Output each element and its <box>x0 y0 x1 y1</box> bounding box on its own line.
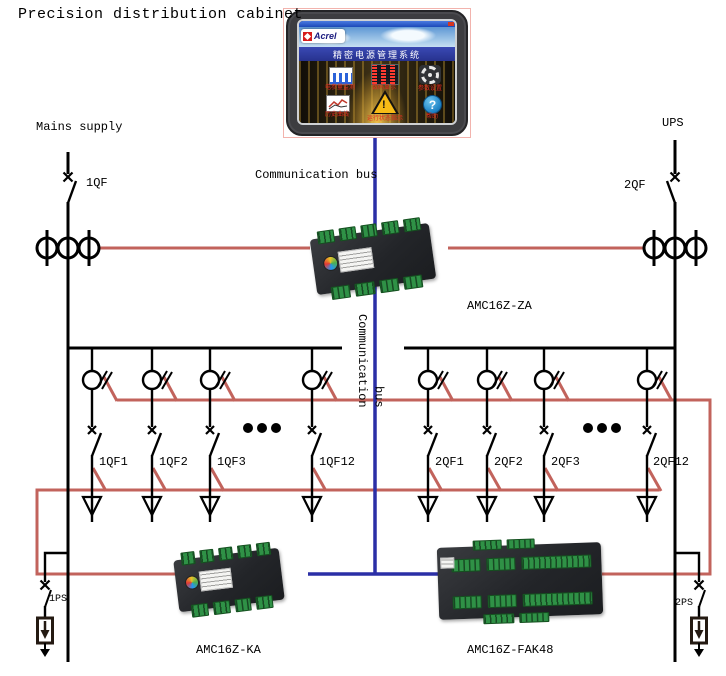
branch-1qf3 <box>199 346 232 524</box>
branch-red-1qf1 <box>91 375 119 493</box>
branch-red-1qf2 <box>151 375 179 493</box>
branch-red-1qf3 <box>209 375 237 493</box>
branch-red-2qf2 <box>486 375 514 493</box>
meter-module-amc16z-ka <box>172 541 285 619</box>
branch-label: 1QF12 <box>319 455 356 469</box>
branch-1qf12 <box>301 346 334 524</box>
hmi-touchscreen: Acrel 精密电源管理系统 电参量监测 数码显示 参数设置 历史曲线 ! 运行… <box>283 8 471 138</box>
branch-label: 1QF3 <box>217 455 246 469</box>
module-label-sticker <box>440 557 455 569</box>
branch-2qf3 <box>533 346 566 524</box>
branch-2qf2 <box>476 346 509 524</box>
branch-1qf1 <box>81 346 114 524</box>
icon-caption: 历史曲线 <box>324 111 350 118</box>
red-measure-wires <box>35 246 712 576</box>
hmi-screen: Acrel 精密电源管理系统 电参量监测 数码显示 参数设置 历史曲线 ! 运行… <box>297 19 457 125</box>
branch-label: 2QF12 <box>653 455 690 469</box>
icon-caption: 数码显示 <box>371 84 397 91</box>
hmi-banner-title: 精密电源管理系统 <box>299 47 455 61</box>
spd-1ps-symbol <box>36 616 54 659</box>
line-chart-icon <box>326 95 350 112</box>
ct-ups-c <box>684 228 708 268</box>
hmi-window-titlebar <box>299 21 455 27</box>
branch-label: 2QF2 <box>494 455 523 469</box>
page-title: Precision distribution cabinet <box>18 6 304 23</box>
branch-red-2qf1 <box>427 375 455 493</box>
black-power-wires <box>43 140 706 662</box>
branch-2qf1 <box>417 346 450 524</box>
acrel-brand-text: Acrel <box>314 31 337 41</box>
meter-module-amc16z-fak48 <box>436 536 604 626</box>
icon-caption: 参数设置 <box>417 85 443 92</box>
branch-label: 2QF1 <box>435 455 464 469</box>
gear-icon <box>419 65 441 84</box>
branch-label: 1QF1 <box>99 455 128 469</box>
spd-label-1ps: 1PS <box>49 594 68 605</box>
icon-caption: 帮助 <box>425 113 439 120</box>
icon-caption: 电参量监测 <box>324 84 356 91</box>
branch-label: 2QF3 <box>551 455 580 469</box>
communication-bus-label: Communication bus <box>255 168 378 182</box>
branch-red-2qf3 <box>543 375 571 493</box>
spd-label-2ps: 2PS <box>675 598 694 609</box>
branch-1qf2 <box>141 346 174 524</box>
ct-mains-c <box>77 228 101 268</box>
branch-label: 1QF2 <box>159 455 188 469</box>
branch-red-2qf12 <box>646 375 674 493</box>
led-display-icon <box>371 64 399 85</box>
mains-supply-label: Mains supply <box>36 120 123 134</box>
hmi-brand-logo: Acrel <box>301 29 345 43</box>
device-label-amc16z-fak48: AMC16Z-FAK48 <box>467 643 554 657</box>
device-label-amc16z-za: AMC16Z-ZA <box>467 299 532 313</box>
ct-ups-a <box>642 228 666 268</box>
device-label-amc16z-ka: AMC16Z-KA <box>196 643 261 657</box>
ups-label: UPS <box>662 116 684 130</box>
breaker-label-1qf: 1QF <box>86 176 108 190</box>
spd-2ps-symbol <box>690 616 708 659</box>
ct-mains-a <box>35 228 59 268</box>
breaker-label-2qf: 2QF <box>624 178 646 192</box>
branch-2qf12 <box>636 346 669 524</box>
communication-bus-wire <box>308 138 441 576</box>
communication-bus-vertical-label: Communication bus <box>355 314 386 408</box>
icon-caption: 运行状态指示 <box>366 115 404 122</box>
warning-triangle-icon: ! <box>371 90 399 114</box>
question-mark-icon: ? <box>423 95 442 114</box>
acrel-flag-icon <box>303 31 312 41</box>
ellipsis-dots <box>243 423 621 433</box>
bar-chart-icon <box>329 67 353 85</box>
module-label-sticker <box>198 567 233 592</box>
branch-red-1qf12 <box>311 375 339 493</box>
hmi-close-icon <box>448 22 454 26</box>
